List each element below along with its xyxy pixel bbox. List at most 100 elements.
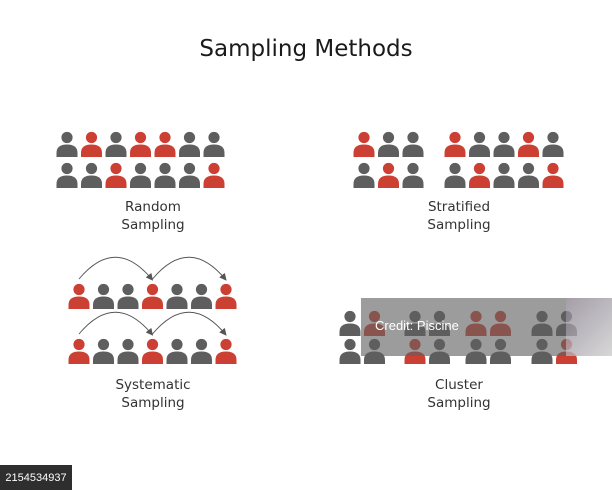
person-head xyxy=(97,283,110,296)
caption-line: Sampling xyxy=(427,395,491,411)
person-icon xyxy=(353,162,375,188)
person-body xyxy=(105,144,127,157)
person-body xyxy=(166,351,188,364)
systematic-interval-arrow xyxy=(78,311,154,336)
person-icon-selected xyxy=(353,131,375,157)
person-head xyxy=(159,162,171,175)
person-head xyxy=(73,338,85,351)
systematic-sampling-group xyxy=(68,256,237,364)
person-head xyxy=(183,162,196,175)
person-icon xyxy=(339,310,361,336)
person-icon xyxy=(117,338,139,364)
person-body xyxy=(444,144,466,157)
person-head xyxy=(358,131,370,144)
person-head xyxy=(134,131,147,144)
person-body xyxy=(542,144,564,157)
person-body xyxy=(215,351,237,364)
person-icon-selected xyxy=(105,162,127,188)
person-icon xyxy=(402,162,424,188)
person-head xyxy=(146,283,159,296)
person-body xyxy=(191,296,212,309)
person-head xyxy=(382,131,395,144)
person-body xyxy=(378,144,399,157)
person-head xyxy=(195,283,208,296)
person-head xyxy=(407,162,419,175)
person-icon-selected xyxy=(444,131,466,157)
person-body xyxy=(215,296,237,309)
caption-line: Cluster xyxy=(435,377,483,393)
person-head xyxy=(522,162,535,175)
person-icon xyxy=(93,338,114,364)
person-body xyxy=(518,175,539,188)
person-head xyxy=(473,162,486,175)
person-icon xyxy=(191,338,212,364)
person-icon-selected xyxy=(518,131,539,157)
random-sampling-caption: Random Sampling xyxy=(53,198,253,234)
person-head xyxy=(134,162,147,175)
person-icon-selected xyxy=(81,131,102,157)
caption-line: Sampling xyxy=(427,217,491,233)
person-body xyxy=(105,175,127,188)
person-head xyxy=(498,131,510,144)
person-head xyxy=(195,338,208,351)
person-head xyxy=(85,131,98,144)
person-body xyxy=(402,144,424,157)
person-head xyxy=(407,131,419,144)
person-head xyxy=(97,338,110,351)
person-body xyxy=(444,175,466,188)
person-icon xyxy=(542,131,564,157)
person-body xyxy=(469,144,490,157)
person-icon xyxy=(191,283,212,309)
page-title: Sampling Methods xyxy=(199,36,413,62)
person-icon-selected xyxy=(154,131,176,157)
person-head xyxy=(146,338,159,351)
person-body xyxy=(56,175,78,188)
person-body xyxy=(542,175,564,188)
person-head xyxy=(208,162,220,175)
stratified-sampling-caption: Stratified Sampling xyxy=(359,198,559,234)
person-head xyxy=(358,162,370,175)
person-icon xyxy=(166,283,188,309)
person-icon xyxy=(117,283,139,309)
person-head xyxy=(61,131,73,144)
person-head xyxy=(110,162,122,175)
person-head xyxy=(449,131,461,144)
person-head xyxy=(85,162,98,175)
person-icon xyxy=(56,162,78,188)
person-body xyxy=(93,351,114,364)
person-icon xyxy=(93,283,114,309)
person-body xyxy=(353,175,375,188)
person-icon xyxy=(166,338,188,364)
person-body xyxy=(469,175,490,188)
person-icon-selected xyxy=(68,283,90,309)
person-icon xyxy=(154,162,176,188)
person-head xyxy=(220,338,232,351)
person-body xyxy=(130,144,151,157)
person-icon xyxy=(518,162,539,188)
person-icon xyxy=(493,162,515,188)
person-head xyxy=(449,162,461,175)
person-body xyxy=(402,175,424,188)
person-body xyxy=(142,296,163,309)
caption-line: Systematic xyxy=(115,377,191,393)
person-icon xyxy=(179,131,200,157)
person-icon-selected xyxy=(203,162,225,188)
person-head xyxy=(220,283,232,296)
person-icon xyxy=(493,131,515,157)
person-icon-selected xyxy=(542,162,564,188)
systematic-sampling-caption: Systematic Sampling xyxy=(53,376,253,412)
person-icon xyxy=(203,131,225,157)
person-icon xyxy=(130,162,151,188)
person-head xyxy=(61,162,73,175)
person-head xyxy=(122,283,134,296)
random-sampling-group xyxy=(56,131,225,188)
person-body xyxy=(493,175,515,188)
person-icon-selected xyxy=(68,338,90,364)
person-body xyxy=(191,351,212,364)
person-body xyxy=(179,175,200,188)
person-head xyxy=(522,131,535,144)
person-body xyxy=(179,144,200,157)
person-body xyxy=(68,351,90,364)
person-body xyxy=(117,351,139,364)
person-body xyxy=(154,144,176,157)
